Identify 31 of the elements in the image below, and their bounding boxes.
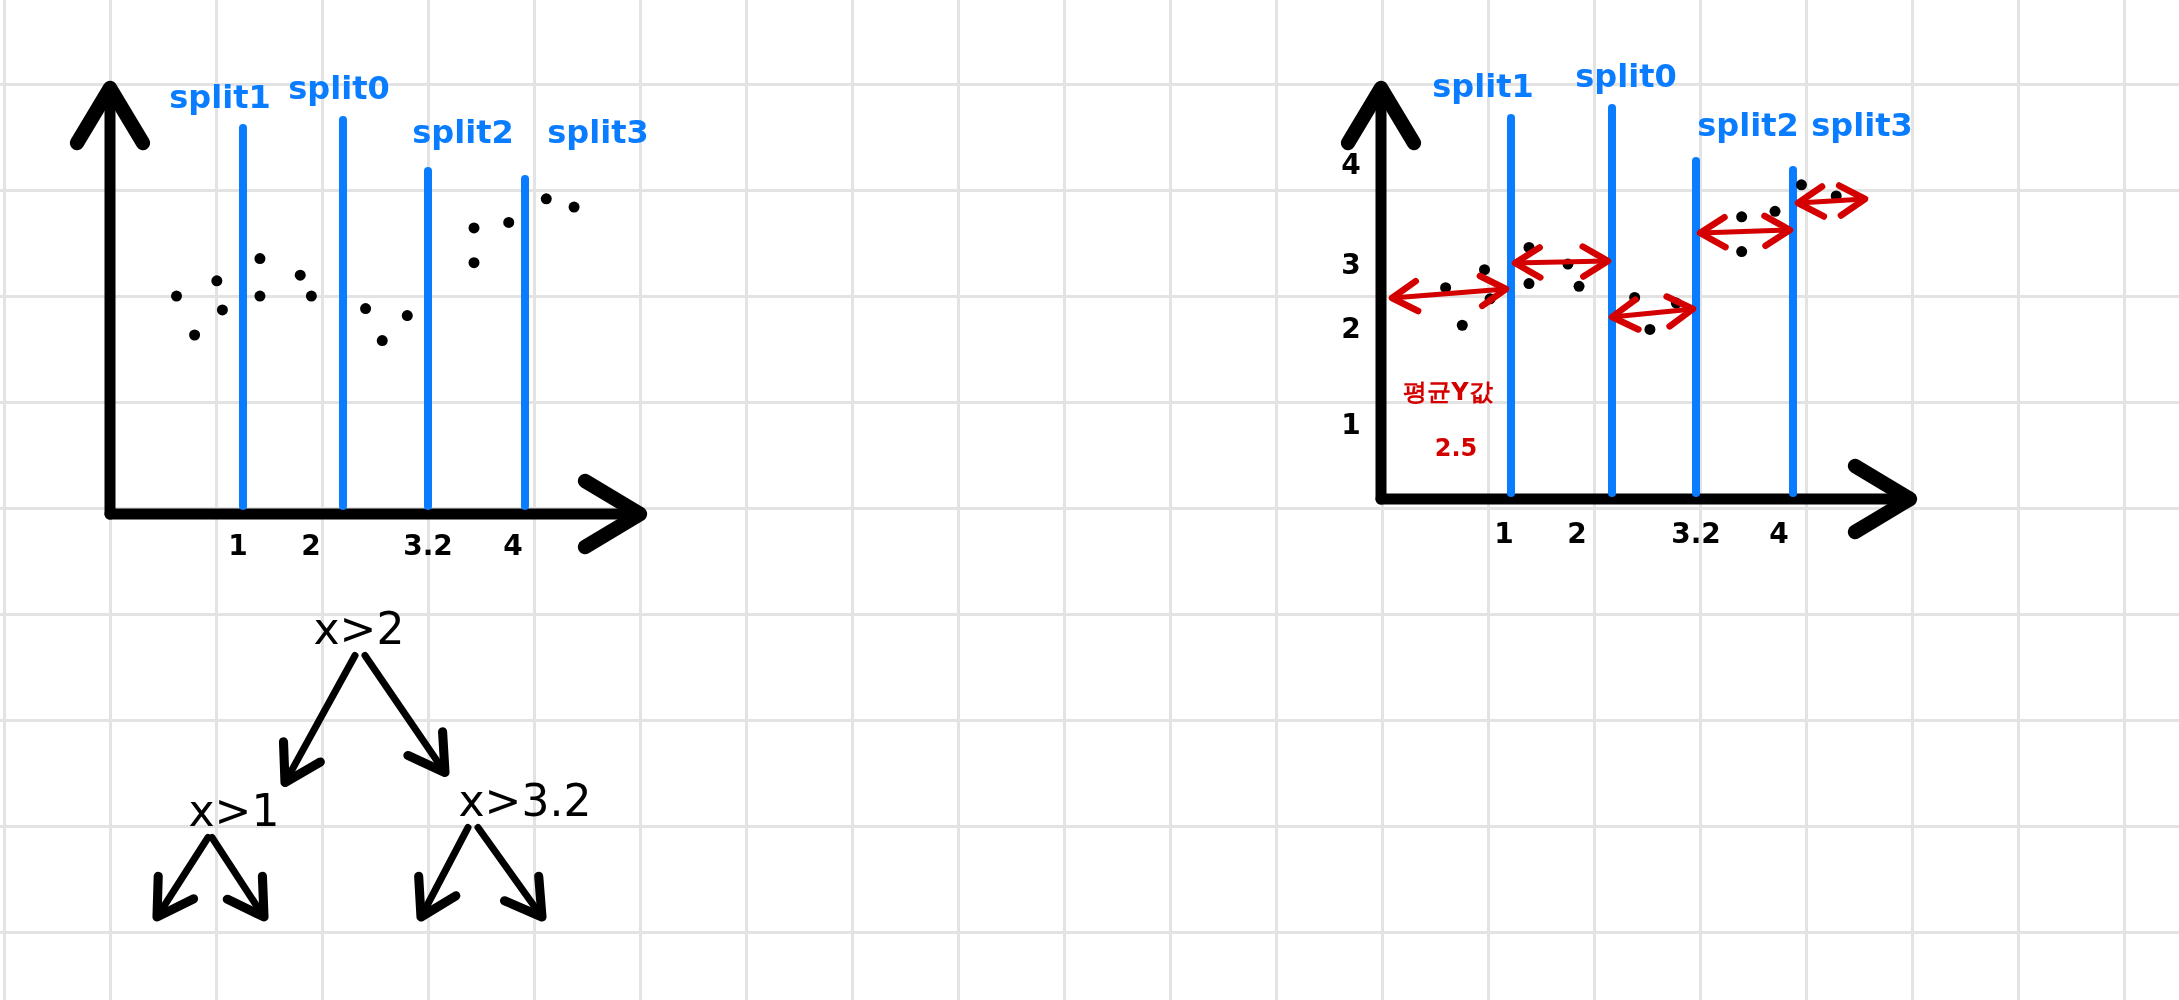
arrow	[361, 652, 450, 778]
arrow	[152, 834, 212, 922]
split-label: split3	[547, 113, 649, 151]
annotation-text: 2.5	[1434, 434, 1478, 462]
condition-text: x>2	[307, 600, 411, 656]
split-label: split2	[1697, 106, 1799, 144]
axis-tick-label: 2	[1341, 311, 1361, 345]
axis-tick-label: 4	[1769, 516, 1789, 550]
axis-tick-label: 3.2	[403, 528, 453, 562]
arrow	[278, 652, 359, 788]
condition-text: x>1	[182, 782, 286, 838]
split-label: split2	[412, 113, 514, 151]
axis-tick-label: 1	[228, 528, 248, 562]
condition-text: x>3.2	[452, 772, 598, 828]
split-label: split1	[1432, 67, 1534, 105]
axis-tick-label: 1	[1341, 407, 1361, 441]
arrow	[208, 834, 269, 922]
split-label: split0	[1575, 57, 1677, 95]
axis-tick-label: 1	[1494, 516, 1514, 550]
axis-tick-label: 4	[1341, 147, 1361, 181]
axis-tick-label: 2	[301, 528, 321, 562]
split-label: split0	[288, 69, 390, 107]
axis-tick-label: 3.2	[1671, 516, 1721, 550]
arrow	[414, 824, 472, 922]
split-label: split1	[169, 78, 271, 116]
arrow	[474, 824, 547, 922]
axis-tick-label: 3	[1341, 247, 1361, 281]
axis-tick-label: 2	[1567, 516, 1587, 550]
split-label: split3	[1811, 106, 1913, 144]
annotation-text: 평균Y값	[1403, 377, 1493, 408]
axis-tick-label: 4	[503, 528, 523, 562]
